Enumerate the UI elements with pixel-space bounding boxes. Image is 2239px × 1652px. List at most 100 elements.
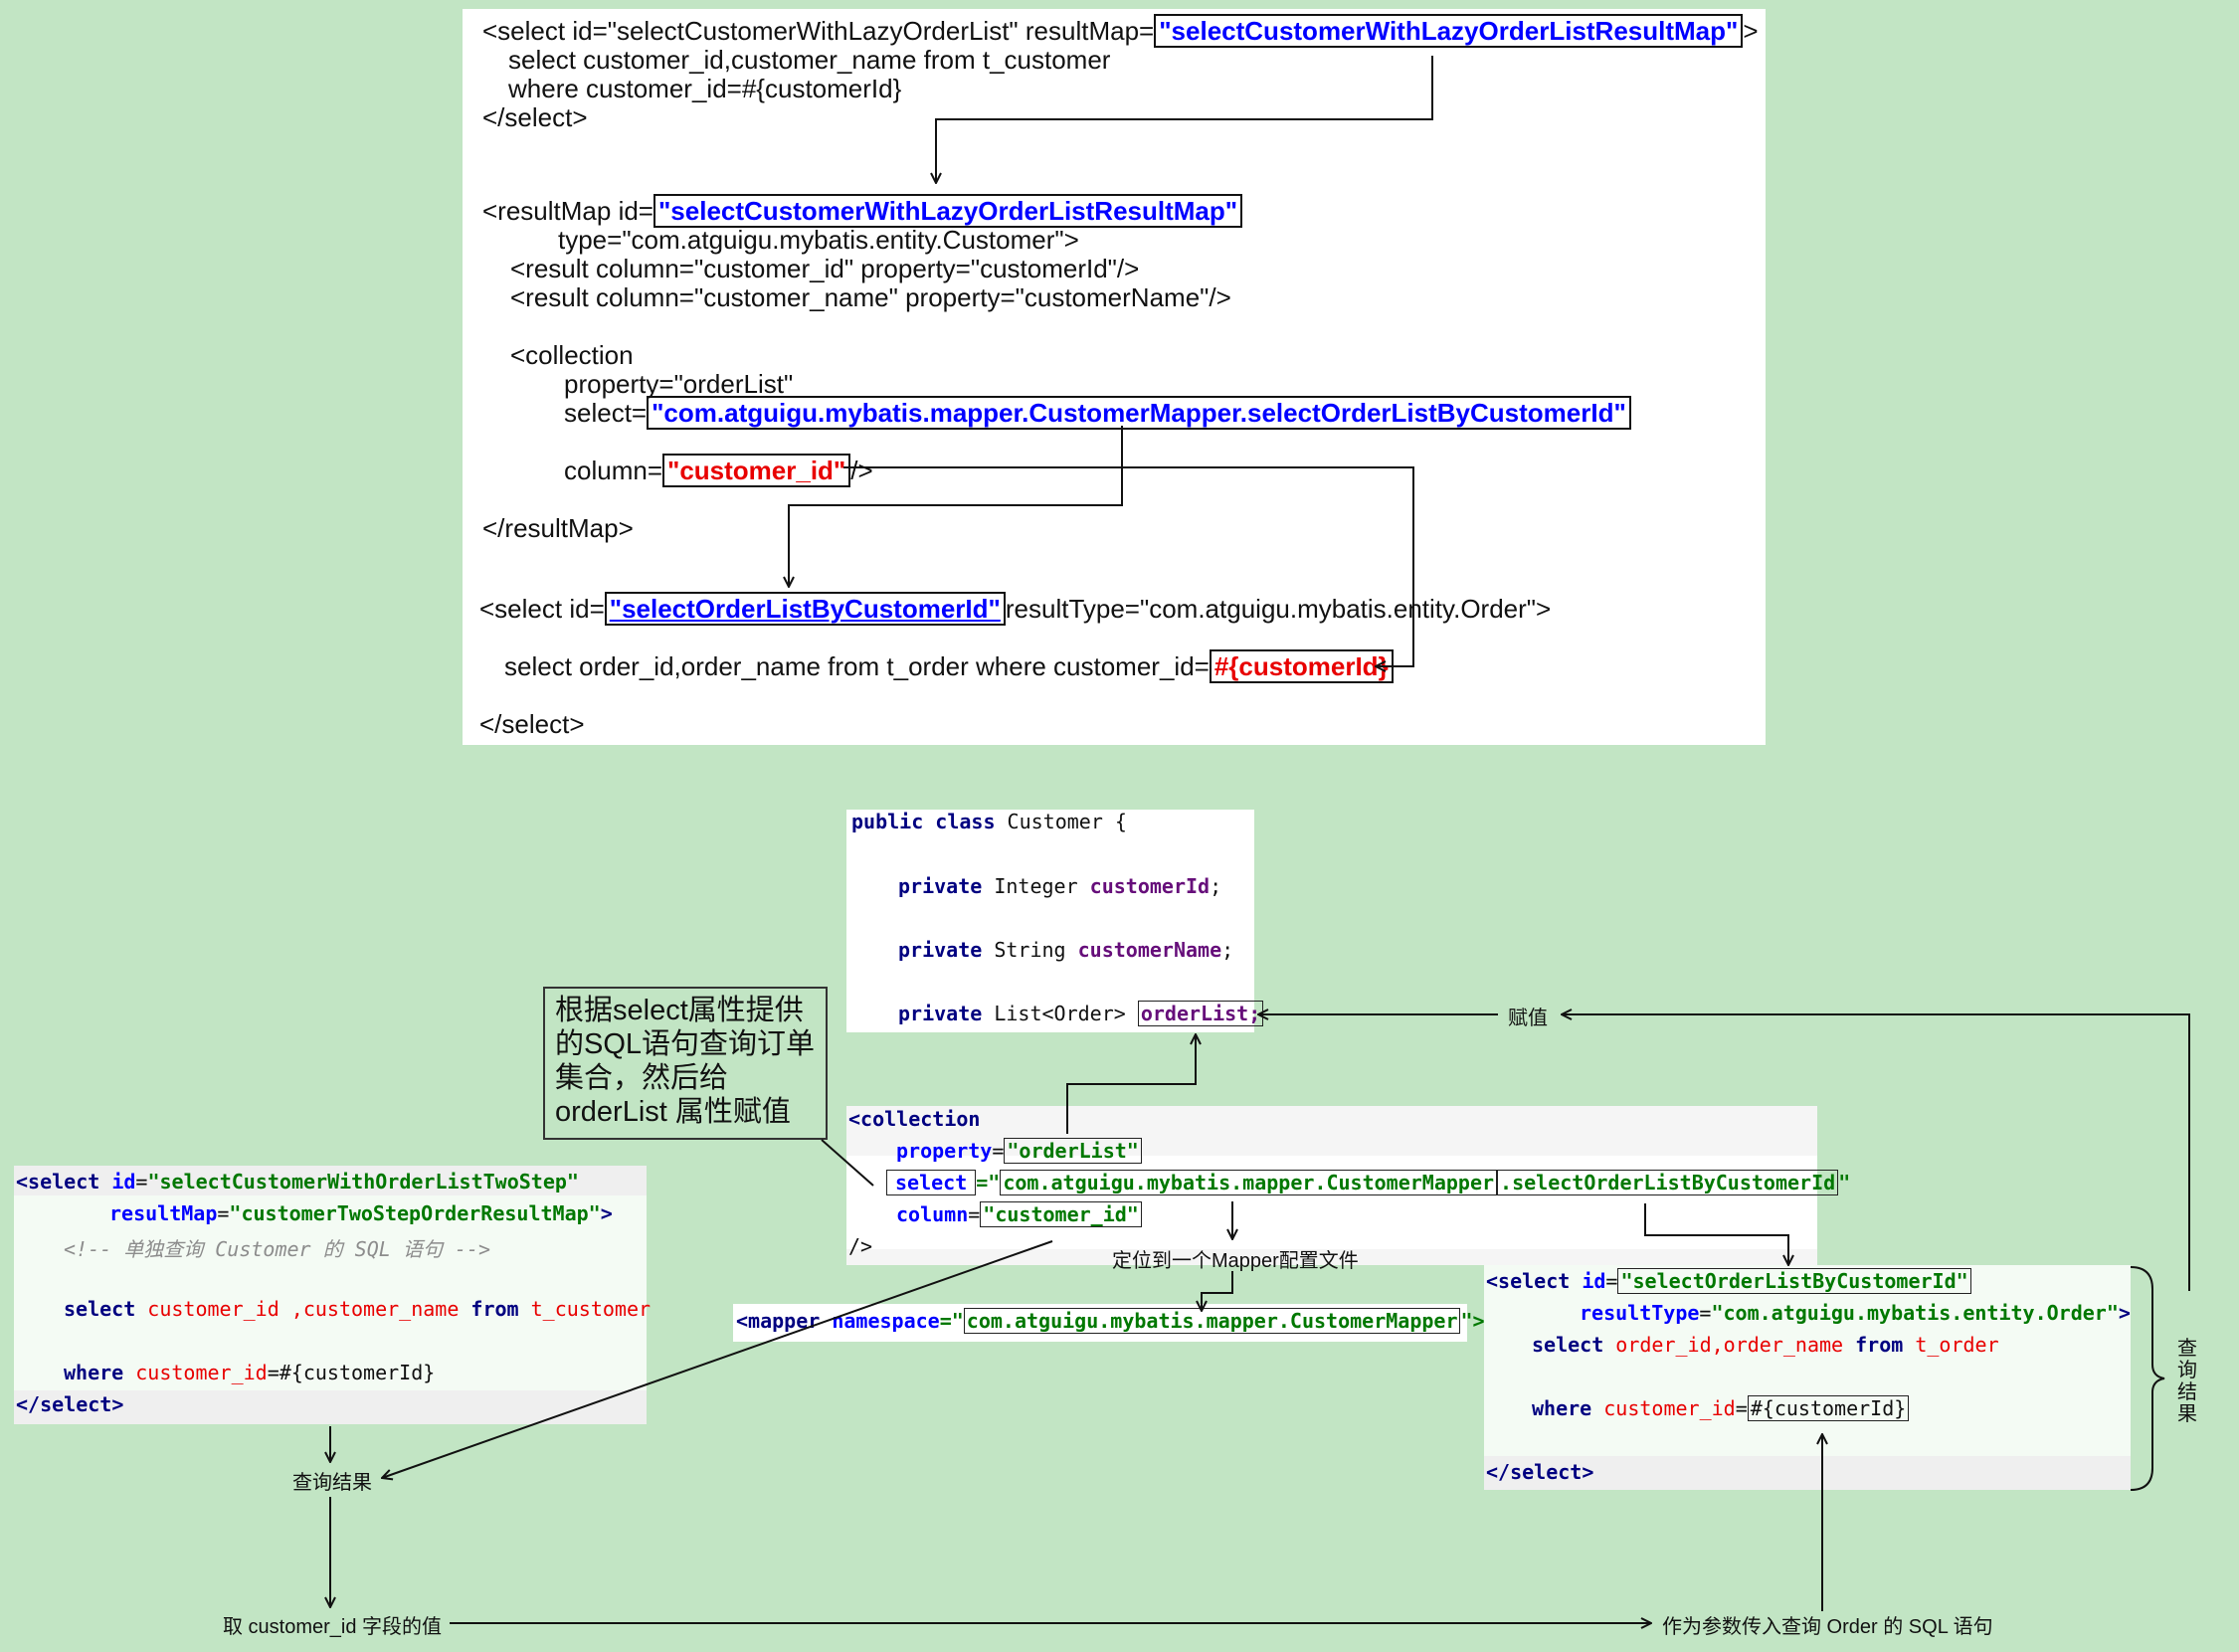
field-type: String [982,938,1078,962]
mapper-end: "> [1460,1309,1485,1333]
right-select-where: where customer_id=#{customerId} [1532,1395,1910,1421]
sql-where-param: #{customerId} [1747,1395,1910,1421]
sql-table: t_customer [530,1297,652,1321]
field-customer-name: private String customerName; [898,938,1233,962]
field-modifier: private [898,874,983,898]
field-name: customerId [1089,874,1211,898]
top-xml-panel: <select id= "selectCustomerWithLazyOrderL… [463,9,1766,745]
collection-snippet-tag: <collection [848,1107,981,1131]
class-name: Customer { [995,810,1127,833]
field-order-list: private List<Order> orderList; [898,1001,1264,1026]
mapper-namespace-value: com.atguigu.mybatis.mapper.CustomerMappe… [963,1308,1461,1334]
sql-cols: order_id,order_name [1615,1333,1856,1357]
query-result-right-label: 查询结果 [2177,1338,2197,1425]
column-attr: column [896,1202,969,1226]
sql-from-kw: from [1855,1333,1916,1357]
resultmap-id-value: "selectCustomerWithLazyOrderListResultMa… [653,194,1243,228]
customer-class-panel: public class Customer { private Integer … [846,810,1264,1032]
left-select-resultmap-attr: resultMap [109,1201,218,1225]
left-select-sql: select customer_id ,customer_name from t… [64,1297,651,1321]
pass-param-label: 作为参数传入查询 Order 的 SQL 语句 [1662,1616,1993,1638]
collection-snippet-select: select="com.atguigu.mybatis.mapper.Custo… [886,1170,1851,1195]
collection-select-line: select="com.atguigu.mybatis.mapper.Custo… [564,396,1631,430]
left-select-line2-end: > [600,1201,613,1225]
left-select-panel: <select id="selectCustomerWithOrderListT… [14,1166,651,1424]
select2-sql-line: select order_id,order_name from t_order … [504,649,1394,683]
sql-where-kw: where [1532,1396,1604,1420]
sql-where-col: customer_id [1603,1396,1736,1420]
resultmap-result1: <result column="customer_id" property="c… [510,254,1140,283]
right-select-type-end: > [2118,1301,2131,1325]
select2-sql-prefix: select order_id,order_name from t_order … [504,651,1210,681]
select-namespace: com.atguigu.mybatis.mapper.CustomerMappe… [1000,1170,1498,1195]
resultmap-type-line: type="com.atguigu.mybatis.entity.Custome… [558,225,1079,255]
sql-select-kw: select [64,1297,148,1321]
select1-open-line: <select id="selectCustomerWithLazyOrderL… [482,14,1759,48]
sql-cols: customer_id ,customer_name [147,1297,471,1321]
sql-where-col: customer_id [135,1361,268,1384]
locate-mapper-label: 定位到一个Mapper配置文件 [1112,1250,1359,1272]
field-customer-id: private Integer customerId; [898,874,1221,898]
right-select-tag: <select [1486,1269,1583,1293]
property-attr: property [896,1139,993,1163]
select-end: " [1838,1171,1851,1194]
right-select-type-value: "com.atguigu.mybatis.entity.Order" [1711,1301,2119,1325]
select1-sql-line2: where customer_id=#{customerId} [508,74,902,103]
select2-sql-param: #{customerId} [1209,649,1394,683]
collection-column-line: column="customer_id"/> [564,454,873,487]
select1-open-prefix: <select id="selectCustomerWithLazyOrderL… [482,16,1155,46]
mapper-namespace-attr: namespace [832,1309,940,1333]
left-select-line1: <select id="selectCustomerWithOrderListT… [16,1170,579,1193]
field-modifier: private [898,1002,983,1025]
collection-select-value: "com.atguigu.mybatis.mapper.CustomerMapp… [647,396,1631,430]
field-type: List<Order> [982,1002,1138,1025]
field-name: customerName [1077,938,1222,962]
left-select-comment: <!-- 单独查询 Customer 的 SQL 语句 --> [64,1237,490,1261]
select1-open-suffix: > [1743,16,1759,46]
select1-close: </select> [482,102,588,132]
field-type: Integer [982,874,1090,898]
left-select-tag: <select [16,1170,112,1193]
collection-property-line: property="orderList" [564,369,794,399]
select2-open-line: <select id="selectOrderListByCustomerId"… [479,592,1551,626]
left-select-line2: resultMap="customerTwoStepOrderResultMap… [109,1201,613,1225]
collection-snippet-panel: <collection property="orderList" select=… [846,1106,1850,1265]
sql-where-kw: where [64,1361,136,1384]
class-declaration: public class Customer { [851,810,1127,833]
right-select-sql: select order_id,order_name from t_order [1532,1333,1999,1357]
class-keyword: public class [851,810,996,833]
left-select-id-attr: id [111,1170,136,1193]
collection-snippet-close: /> [848,1234,873,1258]
select1-sql-line1: select customer_id,customer_name from t_… [508,45,1111,75]
select-method: .selectOrderListByCustomerId [1497,1170,1839,1195]
resultmap-result2: <result column="customer_name" property=… [510,282,1231,312]
right-select-line1: <select id="selectOrderListByCustomerId" [1486,1268,1971,1294]
resultmap-close: </resultMap> [482,513,634,543]
collection-select-prefix: select= [564,398,648,428]
collection-column-value: "customer_id" [662,454,851,487]
sql-table: t_order [1915,1333,1999,1357]
select-quote: =" [976,1171,1001,1194]
sql-select-kw: select [1532,1333,1616,1357]
left-select-id-value: "selectCustomerWithOrderListTwoStep" [147,1170,579,1193]
take-field-label: 取 customer_id 字段的值 [223,1616,443,1638]
select2-open-prefix: <select id= [479,594,605,624]
select2-close: </select> [479,709,585,739]
left-select-resultmap-value: "customerTwoStepOrderResultMap" [229,1201,601,1225]
right-select-id-value: "selectOrderListByCustomerId" [1617,1268,1971,1294]
sql-from-kw: from [470,1297,531,1321]
collection-column-prefix: column= [564,456,662,485]
query-result-left-label: 查询结果 [292,1472,372,1494]
mapper-tag: <mapper [736,1309,833,1333]
field-end: ; [1221,938,1234,962]
left-select-where: where customer_id=#{customerId} [64,1361,435,1384]
column-value: "customer_id" [980,1201,1142,1227]
collection-column-suffix: /> [850,456,873,485]
sql-where-rest: =#{customerId} [267,1361,436,1384]
resultmap-open-prefix: <resultMap id= [482,196,653,226]
right-select-type-attr: resultType [1580,1301,1700,1325]
right-select-panel: <select id="selectOrderListByCustomerId"… [1484,1265,2131,1490]
collection-snippet-open: <collection [848,1107,980,1131]
explanation-callout: 根据select属性提供的SQL语句查询订单集合，然后给orderList 属性… [543,987,828,1140]
select1-resultmap-ref: "selectCustomerWithLazyOrderListResultMa… [1154,14,1744,48]
